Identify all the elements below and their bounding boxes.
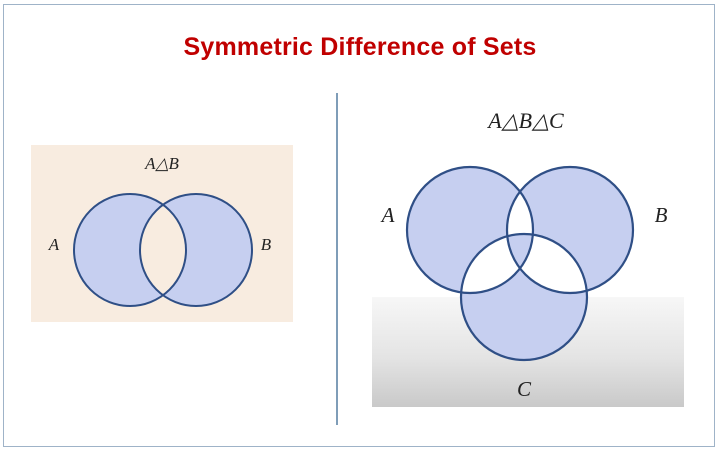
right-set-c-label: C <box>517 377 532 401</box>
left-expression-label: A△B <box>144 154 179 173</box>
right-venn: A△B△C A B C <box>380 108 668 401</box>
right-intersection-bc <box>507 234 587 293</box>
right-intersection-ac <box>461 234 533 293</box>
panel-divider <box>336 93 338 425</box>
right-circle-a-outline <box>405 165 535 295</box>
left-circle-a-outline <box>73 193 187 307</box>
left-intersection-ab <box>140 194 186 306</box>
left-set-b-label: B <box>261 235 272 254</box>
right-expression-label: A△B△C <box>486 108 564 133</box>
right-set-b-label: B <box>655 203 668 227</box>
slide-title: Symmetric Difference of Sets <box>183 33 537 61</box>
left-set-a-label: A <box>48 235 60 254</box>
right-circle-b-outline <box>505 165 635 295</box>
left-circle-b-outline <box>139 193 253 307</box>
right-set-a-label: A <box>380 203 395 227</box>
right-circle-c-outline <box>459 232 589 362</box>
left-venn: A△B A B <box>48 154 272 307</box>
